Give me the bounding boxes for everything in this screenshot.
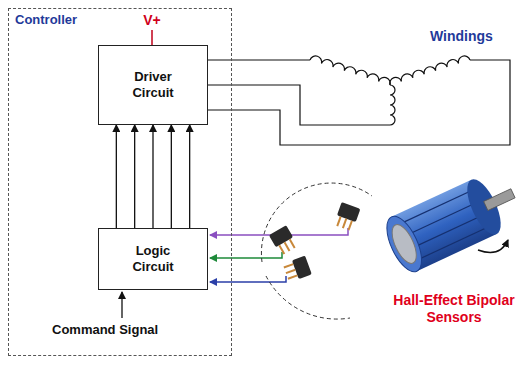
node-text: Logic Circuit [120,243,186,274]
sensor-ring [261,183,372,262]
signal-arrow [171,125,172,228]
driver-circuit-box: Driver Circuit [98,45,208,125]
rotation-arrow [478,240,508,252]
node-text: Controller [15,12,77,28]
sensor-ring [266,276,350,319]
node-text: Driver Circuit [120,69,186,100]
signal-arrow [134,125,135,228]
supply-label: V+ [138,12,166,29]
windings-label: Windings [430,28,506,45]
command-line [121,292,122,318]
hall-sensor [333,202,360,231]
winding-wires [208,60,510,145]
coil [390,85,395,125]
sensor-line [210,276,286,282]
hall-sensor [269,225,298,256]
motor-rotor [380,166,521,277]
coil [310,56,390,85]
sensor-line [210,252,282,258]
signal-label: Command Signal [52,322,182,338]
supply-line [151,30,153,45]
sensor-label: Hall-Effect Bipolar Sensors [392,292,516,326]
signal-arrow [152,125,153,228]
signal-arrow [116,125,117,228]
hall-sensor [282,256,311,283]
controller-boundary: ControllerDriver CircuitLogic Circuit [8,8,232,356]
logic-circuit-box: Logic Circuit [98,228,208,290]
winding-coils [310,56,470,125]
coil [390,56,470,85]
signal-arrow [189,125,190,228]
